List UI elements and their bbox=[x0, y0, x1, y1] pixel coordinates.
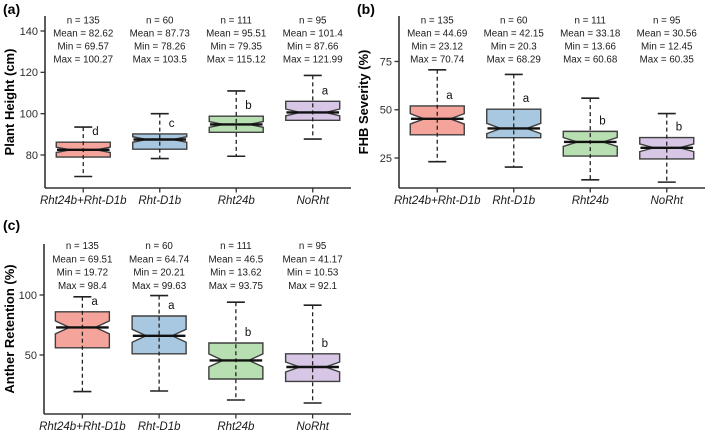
significance-letter: b bbox=[599, 115, 605, 127]
panel-b-label: (b) bbox=[357, 1, 375, 17]
stats-annotation: Mean = 42.15 bbox=[484, 29, 545, 40]
stats-annotation: Min = 87.66 bbox=[287, 42, 339, 53]
significance-letter: c bbox=[169, 118, 175, 130]
stats-annotation: Min = 13.66 bbox=[565, 42, 617, 53]
significance-letter: b bbox=[245, 100, 251, 112]
x-tick-label: NoRht bbox=[650, 195, 683, 207]
stats-annotation: n = 111 bbox=[220, 16, 252, 27]
significance-letter: a bbox=[168, 300, 175, 312]
x-tick-label: Rht24b+Rht-D1b bbox=[394, 195, 481, 207]
x-tick-label: Rht-D1b bbox=[138, 195, 181, 207]
stats-annotation: n = 60 bbox=[500, 16, 528, 27]
significance-letter: a bbox=[523, 93, 530, 105]
stats-annotation: n = 111 bbox=[220, 241, 252, 252]
stats-annotation: Mean = 69.51 bbox=[52, 254, 112, 265]
stats-annotation: Mean = 33.18 bbox=[560, 29, 621, 40]
significance-letter: b bbox=[676, 122, 682, 134]
stats-annotation: n = 95 bbox=[299, 241, 327, 252]
y-tick-label: 25 bbox=[380, 153, 392, 165]
stats-annotation: Max = 121.99 bbox=[283, 55, 343, 66]
stats-annotation: Mean = 46.5 bbox=[209, 254, 264, 265]
stats-annotation: Min = 23.12 bbox=[412, 42, 463, 53]
y-tick-label: 100 bbox=[19, 290, 37, 302]
y-tick-label: 120 bbox=[20, 67, 38, 79]
significance-letter: a bbox=[322, 85, 329, 97]
stats-annotation: Mean = 64.74 bbox=[129, 254, 190, 265]
stats-annotation: Min = 12.45 bbox=[641, 42, 693, 53]
stats-annotation: Max = 93.75 bbox=[209, 281, 264, 292]
x-tick-label: NoRht bbox=[296, 195, 329, 207]
y-axis-title: FHB Severity (%) bbox=[356, 50, 371, 155]
stats-annotation: n = 135 bbox=[66, 241, 100, 252]
stats-annotation: Max = 60.68 bbox=[563, 55, 618, 66]
stats-annotation: Max = 115.12 bbox=[207, 55, 266, 66]
stats-annotation: Min = 13.62 bbox=[210, 268, 261, 279]
stats-annotation: Min = 20.21 bbox=[133, 268, 184, 279]
stats-annotation: Mean = 41.17 bbox=[283, 254, 343, 265]
x-tick-label: Rht24b bbox=[218, 195, 256, 207]
x-tick-label: Rht24b+Rht-D1b bbox=[40, 195, 127, 207]
stats-annotation: Max = 103.5 bbox=[133, 55, 188, 66]
stats-annotation: Max = 68.29 bbox=[487, 55, 541, 66]
stats-annotation: Max = 92.1 bbox=[288, 281, 337, 292]
significance-letter: b bbox=[322, 338, 328, 350]
x-tick-label: Rht-D1b bbox=[138, 421, 181, 432]
x-tick-label: NoRht bbox=[296, 421, 329, 432]
stats-annotation: Min = 19.72 bbox=[57, 268, 108, 279]
stats-annotation: Min = 69.57 bbox=[58, 42, 109, 53]
x-tick-label: Rht-D1b bbox=[492, 195, 535, 207]
y-tick-label: 50 bbox=[25, 350, 37, 362]
stats-annotation: Max = 100.27 bbox=[53, 55, 113, 66]
x-tick-label: Rht24b+Rht-D1b bbox=[39, 421, 126, 432]
stats-annotation: n = 135 bbox=[67, 16, 101, 27]
stats-annotation: Max = 98.4 bbox=[58, 281, 107, 292]
y-tick-label: 140 bbox=[20, 26, 38, 38]
stats-annotation: Min = 20.3 bbox=[491, 42, 538, 53]
stats-annotation: n = 135 bbox=[421, 16, 455, 27]
y-axis-title: Anther Retention (%) bbox=[2, 264, 17, 393]
stats-annotation: n = 95 bbox=[653, 16, 681, 27]
panel-c-label: (c) bbox=[3, 217, 21, 233]
stats-annotation: Max = 99.63 bbox=[132, 281, 187, 292]
stats-annotation: Mean = 30.56 bbox=[637, 29, 698, 40]
stats-annotation: n = 111 bbox=[574, 16, 606, 27]
stats-annotation: Mean = 95.51 bbox=[206, 29, 266, 40]
stats-annotation: Max = 70.74 bbox=[410, 55, 465, 66]
stats-annotation: Mean = 87.73 bbox=[130, 29, 191, 40]
notched-box bbox=[54, 311, 111, 349]
stats-annotation: n = 60 bbox=[146, 16, 174, 27]
stats-annotation: Min = 78.26 bbox=[134, 42, 186, 53]
significance-letter: d bbox=[92, 126, 98, 138]
y-tick-label: 75 bbox=[380, 56, 392, 68]
stats-annotation: Min = 10.53 bbox=[287, 268, 339, 279]
significance-letter: b bbox=[245, 327, 251, 339]
significance-letter: a bbox=[91, 296, 98, 308]
x-tick-label: Rht24b bbox=[572, 195, 610, 207]
significance-letter: a bbox=[446, 90, 453, 102]
y-tick-label: 50 bbox=[380, 105, 392, 117]
x-tick-label: Rht24b bbox=[217, 421, 255, 432]
stats-annotation: n = 95 bbox=[299, 16, 327, 27]
panel-a-label: (a) bbox=[3, 1, 21, 17]
stats-annotation: Max = 60.35 bbox=[640, 55, 695, 66]
stats-annotation: n = 60 bbox=[145, 241, 173, 252]
y-axis-title: Plant Height (cm) bbox=[2, 49, 17, 156]
y-tick-label: 100 bbox=[20, 108, 38, 120]
y-tick-label: 80 bbox=[26, 150, 38, 162]
stats-annotation: Mean = 82.62 bbox=[53, 29, 113, 40]
stats-annotation: Min = 79.35 bbox=[211, 42, 263, 53]
stats-annotation: Mean = 44.69 bbox=[407, 29, 467, 40]
stats-annotation: Mean = 101.4 bbox=[283, 29, 344, 40]
